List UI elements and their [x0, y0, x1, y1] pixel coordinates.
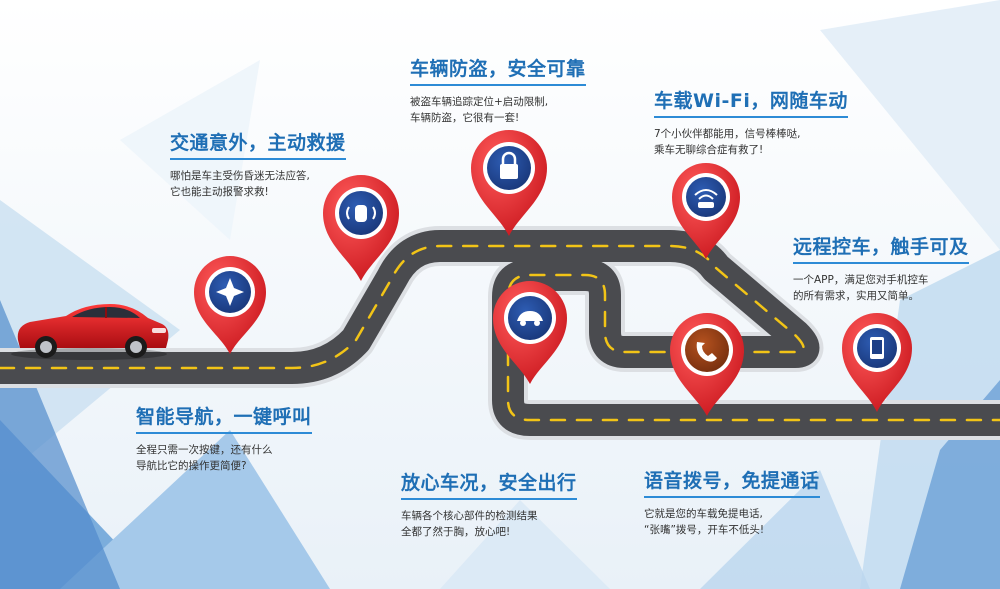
- wifi-car-icon: [686, 177, 726, 217]
- feature-description-line: 被盗车辆追踪定位+启动限制,: [410, 96, 549, 108]
- pin-rescue[interactable]: [323, 175, 399, 281]
- feature-description-line: 它也能主动报警求救!: [170, 186, 269, 198]
- title-underline: [793, 262, 969, 264]
- feature-title: 智能导航，一键呼叫: [136, 406, 312, 428]
- pin-voice[interactable]: [670, 313, 744, 416]
- feature-title: 语音拨号，免提通话: [644, 470, 820, 492]
- feature-description-line: 车辆各个核心部件的检测结果: [401, 510, 538, 522]
- feature-voice: 语音拨号，免提通话 它就是您的车载免提电话, “张嘴”拨号，开车不低头!: [644, 466, 820, 538]
- feature-title: 交通意外，主动救援: [170, 132, 346, 154]
- feature-diagnosis: 放心车况，安全出行 车辆各个核心部件的检测结果 全都了然于胸，放心吧!: [401, 468, 577, 540]
- pin-antitheft[interactable]: [471, 130, 547, 236]
- feature-title: 车辆防盗，安全可靠: [410, 58, 586, 80]
- feature-remote: 远程控车，触手可及 一个APP，满足您对手机控车 的所有需求，实用又简单。: [793, 232, 969, 304]
- pin-remote[interactable]: [842, 313, 912, 412]
- feature-description-line: 全都了然于胸，放心吧!: [401, 526, 511, 538]
- feature-description-line: 乘车无聊综合症有救了!: [654, 144, 764, 156]
- feature-description-line: 车辆防盗，它很有一套!: [410, 112, 520, 124]
- feature-description-line: “张嘴”拨号，开车不低头!: [644, 524, 765, 536]
- feature-description-line: 它就是您的车载免提电话,: [644, 508, 763, 520]
- telephone-icon: [685, 328, 729, 372]
- red-car: [11, 304, 169, 360]
- feature-description-line: 的所有需求，实用又简单。: [793, 290, 919, 302]
- feature-wifi: 车载Wi-Fi，网随车动 7个小伙伴都能用，信号棒棒哒, 乘车无聊综合症有救了!: [654, 86, 848, 158]
- feature-description-line: 哪怕是车主受伤昏迷无法应答,: [170, 170, 310, 182]
- pin-navigation[interactable]: [194, 256, 266, 354]
- feature-description-line: 导航比它的操作更简便?: [136, 460, 247, 472]
- feature-description-line: 一个APP，满足您对手机控车: [793, 274, 929, 286]
- pin-diagnosis[interactable]: [493, 281, 567, 384]
- feature-rescue: 交通意外，主动救援 哪怕是车主受伤昏迷无法应答, 它也能主动报警求救!: [170, 128, 346, 200]
- title-underline: [136, 432, 312, 434]
- feature-antitheft: 车辆防盗，安全可靠 被盗车辆追踪定位+启动限制, 车辆防盗，它很有一套!: [410, 54, 586, 126]
- title-underline: [170, 158, 346, 160]
- road: [0, 226, 1000, 440]
- pin-wifi[interactable]: [672, 163, 740, 259]
- title-underline: [410, 84, 586, 86]
- feature-title: 放心车况，安全出行: [401, 472, 577, 494]
- feature-navigation: 智能导航，一键呼叫 全程只需一次按键，还有什么 导航比它的操作更简便?: [136, 402, 312, 474]
- title-underline: [401, 498, 577, 500]
- feature-title: 车载Wi-Fi，网随车动: [654, 90, 848, 112]
- title-underline: [654, 116, 848, 118]
- feature-description-line: 全程只需一次按键，还有什么: [136, 444, 273, 456]
- feature-description-line: 7个小伙伴都能用，信号棒棒哒,: [654, 128, 801, 140]
- title-underline: [644, 496, 820, 498]
- feature-title: 远程控车，触手可及: [793, 236, 969, 258]
